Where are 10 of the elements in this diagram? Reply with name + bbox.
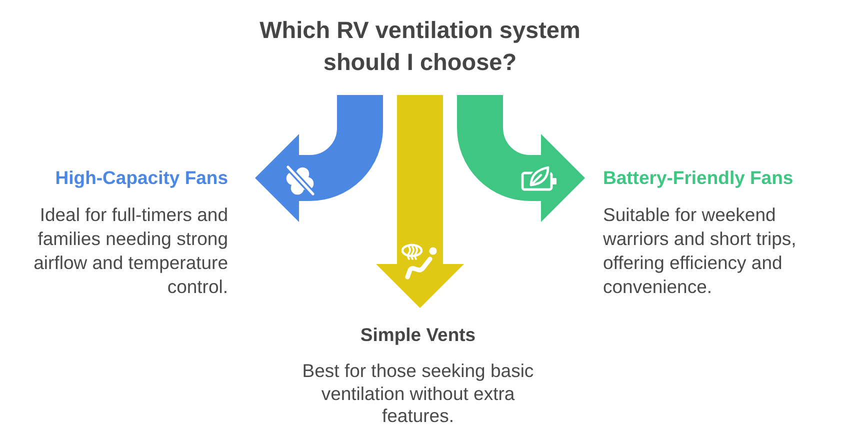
option-description: Ideal for full-timers and families needing strong airflow and temperature control. xyxy=(32,203,228,299)
option-heading: Battery-Friendly Fans xyxy=(603,166,794,190)
option-description: Suitable for weekend warriors and short trips, offering efficiency and convenience. xyxy=(603,203,798,299)
diagram-title: Which RV ventilation system should I choose? xyxy=(258,16,582,77)
option-heading: Simple Vents xyxy=(359,323,477,347)
arrow xyxy=(255,95,383,222)
option-heading: High-Capacity Fans xyxy=(54,166,228,190)
arrow xyxy=(376,95,464,308)
arrow xyxy=(457,95,585,222)
option-description: Best for those seeking basic ventilation without extra features. xyxy=(301,360,535,428)
